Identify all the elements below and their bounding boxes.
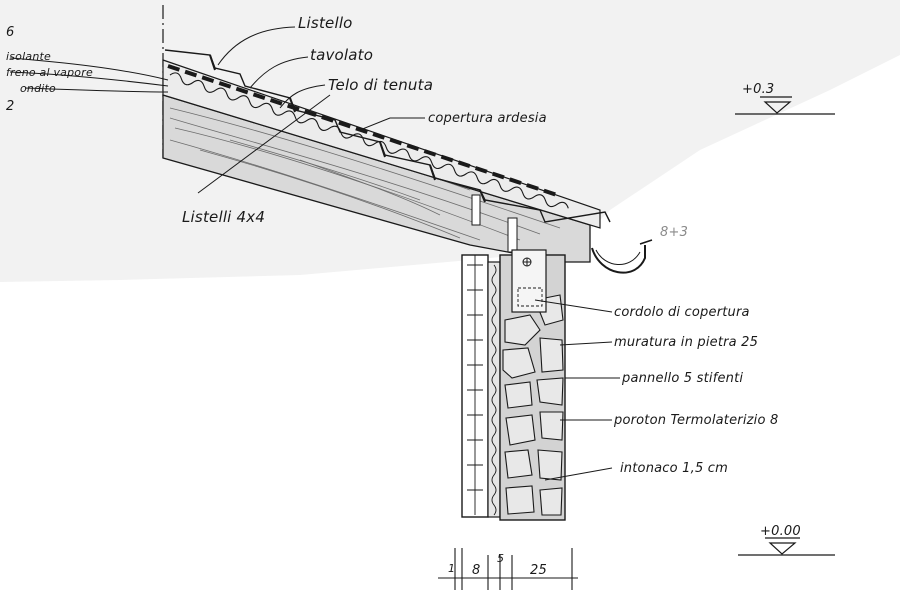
insulation-hatch [169, 72, 569, 209]
fixing-plate [471, 194, 481, 226]
label-copertura: copertura ardesia [428, 111, 547, 126]
gutter [591, 239, 653, 274]
fixing-plate-2 [507, 217, 518, 253]
label-freno-vapore: freno al vapore [6, 66, 93, 79]
elevation-marker-bottom [738, 537, 835, 556]
layer-num-bottom: 2 [6, 99, 14, 114]
label-intonaco: intonaco 1,5 cm [620, 461, 728, 476]
label-gronda-dim: 8+3 [660, 225, 688, 240]
dim-25: 25 [530, 563, 547, 578]
label-poroton: poroton Termolaterizio 8 [613, 413, 778, 428]
elevation-bottom-label: +0.00 [760, 524, 801, 539]
label-cordolo: cordolo di copertura [614, 305, 750, 320]
label-muratura: muratura in pietra 25 [614, 335, 758, 350]
label-listello: Listello [298, 14, 353, 32]
wall [461, 249, 566, 521]
dimension-chain [438, 548, 578, 590]
label-isolante: isolante [6, 50, 51, 63]
label-tavolato: tavolato [310, 46, 373, 64]
dim-8: 8 [472, 563, 480, 578]
dim-5: 5 [497, 552, 504, 565]
roof-layers [162, 49, 611, 229]
label-ondito: ondito [20, 82, 56, 95]
elevation-marker-top [735, 96, 835, 115]
label-listelli: Listelli 4x4 [182, 208, 265, 226]
leader-lines [9, 26, 620, 481]
label-pannello: pannello 5 stifenti [621, 371, 743, 386]
layer-num-top: 6 [6, 25, 14, 40]
elevation-top-label: +0.3 [742, 82, 774, 97]
dim-1: 1 [448, 562, 455, 575]
label-telo-di-tenuta: Telo di tenuta [328, 76, 433, 94]
